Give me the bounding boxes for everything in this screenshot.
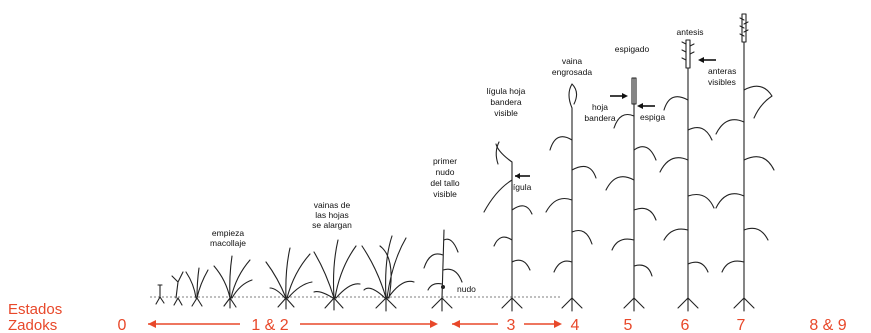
label-engrosada: engrosada — [552, 67, 592, 77]
plant-anthesis — [660, 40, 714, 311]
arrow-left-3 — [452, 320, 498, 328]
label-espiga: espiga — [640, 112, 665, 122]
zadoks-stage-4: 4 — [571, 317, 580, 333]
plant-tillering-5 — [362, 236, 414, 311]
zadoks-stage-8-9: 8 & 9 — [809, 317, 846, 333]
arrow-right-3 — [524, 320, 562, 328]
label-vainas-1: vainas de — [314, 200, 351, 210]
label-espigado: espigado — [615, 44, 650, 54]
label-ligula-hoja-3: visible — [494, 108, 518, 118]
zadoks-stage-3: 3 — [507, 317, 516, 333]
label-primer-nudo-1: primer — [433, 156, 457, 166]
zadoks-stage-0: 0 — [118, 317, 127, 333]
label-anteras: anteras — [708, 66, 736, 76]
label-vaina: vaina — [562, 56, 583, 66]
arrow-hoja-bandera — [610, 93, 628, 99]
zadoks-stage-6: 6 — [681, 317, 690, 333]
zadoks-stage-5: 5 — [624, 317, 633, 333]
label-primer-nudo-4: visible — [433, 189, 457, 199]
plant-tillering-3 — [266, 248, 312, 309]
plant-tillering-2 — [214, 256, 252, 308]
zadoks-stage-7: 7 — [737, 317, 746, 333]
label-macollaje: macollaje — [210, 238, 246, 248]
label-ligula-hoja-1: lígula hoja — [487, 86, 526, 96]
plant-tillering-4 — [314, 240, 360, 310]
label-vainas-3: se alargan — [312, 220, 352, 230]
label-primer-nudo-2: nudo — [436, 167, 455, 177]
arrow-espiga — [637, 103, 655, 109]
label-nudo: nudo — [457, 284, 476, 294]
label-ligula-hoja-2: bandera — [490, 97, 521, 107]
plant-first-node — [424, 230, 462, 311]
plant-seedling-1 — [156, 272, 183, 305]
zadoks-stage-1-2: 1 & 2 — [251, 317, 288, 333]
label-ligula: lígula — [511, 182, 532, 192]
plant-flag-leaf-ligule — [484, 142, 532, 311]
label-empieza: empieza — [212, 228, 244, 238]
arrow-anteras — [698, 57, 716, 63]
zadoks-title-line2: Zadoks — [8, 317, 57, 333]
zadoks-title-line1: Estados — [8, 301, 62, 318]
plant-grain-fill — [716, 14, 774, 311]
label-antesis: antesis — [677, 27, 704, 37]
label-visibles: visibles — [708, 77, 736, 87]
arrow-left-1-2 — [148, 320, 240, 328]
label-vainas-2: las hojas — [315, 210, 349, 220]
label-bandera: bandera — [584, 113, 615, 123]
arrow-ligula — [515, 173, 530, 179]
arrow-right-1-2 — [300, 320, 438, 328]
label-primer-nudo-3: del tallo — [430, 178, 460, 188]
plant-tillering-1 — [186, 268, 208, 306]
label-hoja: hoja — [592, 102, 608, 112]
